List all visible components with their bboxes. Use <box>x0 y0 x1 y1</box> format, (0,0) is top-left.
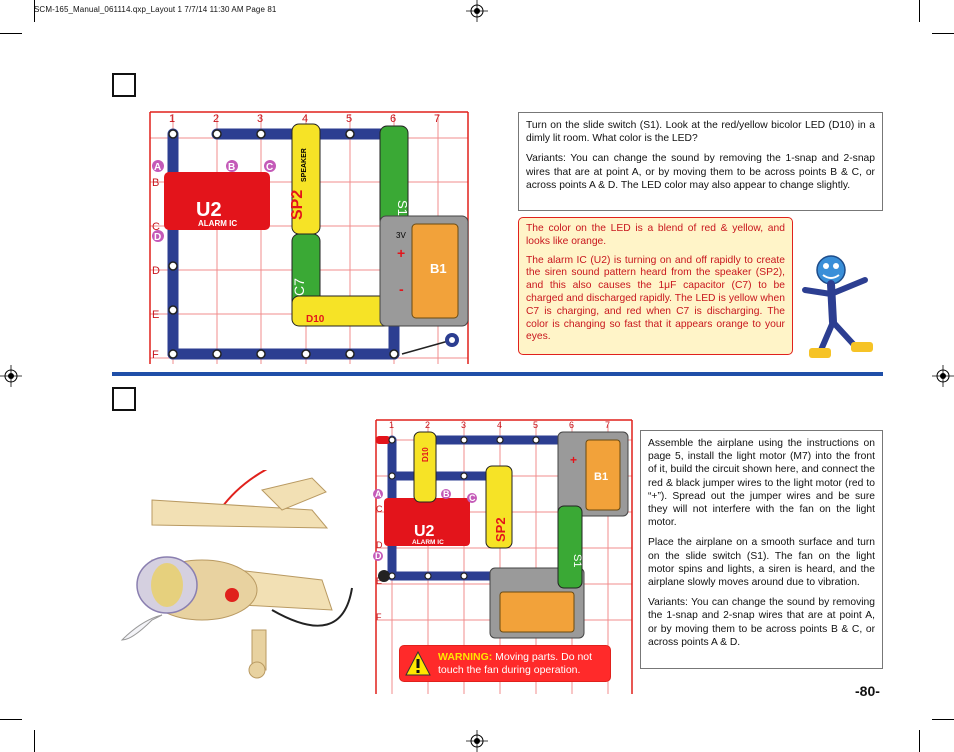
col-label: 2 <box>213 113 219 125</box>
b1-volt: 3V <box>396 231 406 240</box>
u2-sub-label: ALARM IC <box>198 219 237 228</box>
circuit-diagram-2: 1 2 3 4 5 6 7 C D E F U2 ALARM IC D10 SP… <box>373 419 633 694</box>
node-b: B <box>443 489 450 499</box>
row-label: D <box>152 265 160 277</box>
alarm-ic-u2 <box>384 498 470 546</box>
instruction-paragraph: Turn on the slide switch (S1). Look at t… <box>526 120 875 145</box>
row-label: D <box>376 540 383 550</box>
instructions-box-2: Assemble the airplane using the instruct… <box>640 430 883 669</box>
col-label: 5 <box>533 420 538 430</box>
col-label: 2 <box>425 420 430 430</box>
warning-triangle-icon <box>405 651 431 676</box>
warning-box: WARNING: Moving parts. Do not touch the … <box>399 645 611 682</box>
project-checkbox[interactable] <box>112 387 136 411</box>
u2-label: U2 <box>414 523 435 540</box>
warning-title: WARNING: <box>438 651 493 663</box>
row-label: C <box>152 221 160 233</box>
node-d: D <box>375 551 382 561</box>
col-label: 7 <box>434 113 440 125</box>
col-label: 1 <box>169 113 175 125</box>
answer-paragraph: The color on the LED is a blend of red &… <box>526 223 785 247</box>
d10-label: D10 <box>421 447 430 462</box>
d10-label: D10 <box>306 314 325 325</box>
sp2-label: SP2 <box>289 190 306 220</box>
registration-mark-icon <box>0 365 22 387</box>
c7-label: C7 <box>291 278 307 296</box>
mascot-character-icon <box>802 255 873 358</box>
instruction-paragraph: Assemble the airplane using the instruct… <box>648 438 875 529</box>
u2-label: U2 <box>196 199 222 221</box>
row-label: C <box>376 504 383 514</box>
answer-box-1: The color on the LED is a blend of red &… <box>518 217 793 355</box>
plus-sign: + <box>397 245 405 261</box>
instruction-paragraph: Variants: You can change the sound by re… <box>526 153 875 191</box>
s1-label: S1 <box>571 554 583 567</box>
file-header: SCM-165_Manual_061114.qxp_Layout 1 7/7/1… <box>34 5 277 14</box>
row-label: E <box>376 576 382 586</box>
row-label: F <box>376 612 382 622</box>
sp2-sub-label: SPEAKER <box>301 148 308 182</box>
alarm-ic-u2 <box>164 172 270 230</box>
col-label: 1 <box>389 420 394 430</box>
node-c: C <box>469 493 476 503</box>
speaker-sp2 <box>485 465 513 549</box>
row-label: B <box>152 177 159 189</box>
col-label: 6 <box>390 113 396 125</box>
registration-mark-icon <box>466 0 488 22</box>
answer-paragraph: The alarm IC (U2) is turning on and off … <box>526 254 785 343</box>
crop-mark <box>0 33 22 34</box>
crop-mark <box>0 719 22 720</box>
row-label: F <box>152 349 159 361</box>
col-label: 6 <box>569 420 574 430</box>
col-label: 5 <box>346 113 352 125</box>
b1-label: B1 <box>594 471 608 483</box>
crop-mark <box>34 0 35 22</box>
node-d: D <box>154 232 161 243</box>
node-a: A <box>154 162 161 173</box>
crop-mark <box>34 730 35 752</box>
instruction-paragraph: Variants: You can change the sound by re… <box>648 597 875 648</box>
node-b: B <box>228 162 235 173</box>
col-label: 7 <box>605 420 610 430</box>
crop-mark <box>932 33 954 34</box>
sp2-label: SP2 <box>493 517 508 542</box>
registration-mark-icon <box>466 730 488 752</box>
instruction-paragraph: Place the airplane on a smooth surface a… <box>648 537 875 589</box>
crop-mark <box>932 719 954 720</box>
b1-label: B1 <box>430 261 447 276</box>
u2-sub-label: ALARM IC <box>412 539 444 546</box>
airplane-illustration-icon <box>120 470 353 679</box>
slide-switch-s1 <box>557 505 583 589</box>
page-number: -80- <box>855 683 880 699</box>
col-label: 4 <box>497 420 502 430</box>
instructions-box-1: Turn on the slide switch (S1). Look at t… <box>518 112 883 211</box>
col-label: 3 <box>461 420 466 430</box>
warning-text: Moving parts. Do not touch the fan durin… <box>438 651 593 676</box>
col-label: 3 <box>257 113 263 125</box>
minus-sign: - <box>399 281 404 297</box>
crop-mark <box>919 730 920 752</box>
s1-label: S1 <box>395 200 410 216</box>
project-checkbox[interactable] <box>112 73 136 97</box>
led-d10 <box>413 431 437 503</box>
crop-mark <box>919 0 920 22</box>
node-a: A <box>375 489 382 499</box>
node-c: C <box>266 162 273 173</box>
section-divider <box>112 372 883 376</box>
row-label: E <box>152 309 159 321</box>
circuit-diagram-1: 1 2 3 4 5 6 7 B C D E F U2 ALARM IC SP2 … <box>149 111 469 364</box>
plus-sign: + <box>570 453 577 467</box>
registration-mark-icon <box>932 365 954 387</box>
col-label: 4 <box>302 113 308 125</box>
